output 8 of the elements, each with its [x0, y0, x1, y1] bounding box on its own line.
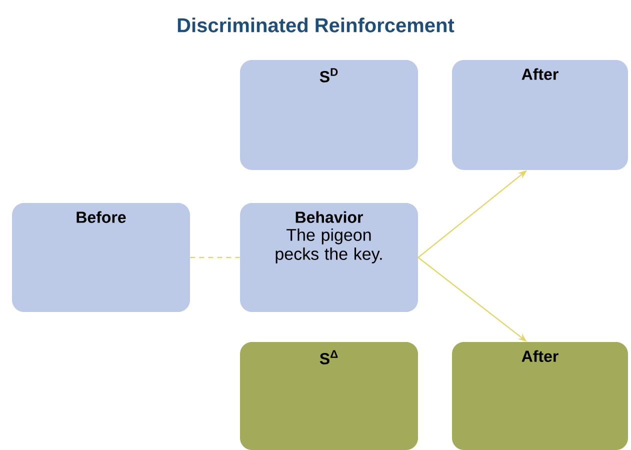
process-box: S$^{Δ}$ [240, 342, 418, 450]
title: Discriminated Reinforcement [178, 18, 454, 32]
process-box: S$^{D}$ [240, 60, 418, 170]
process-box: Behavior The pigeon pecks the key. [240, 203, 418, 312]
process-box: After [452, 60, 628, 170]
process-box: Before [12, 203, 190, 312]
process-box: After [452, 342, 628, 450]
connector-line [190, 256, 240, 258]
